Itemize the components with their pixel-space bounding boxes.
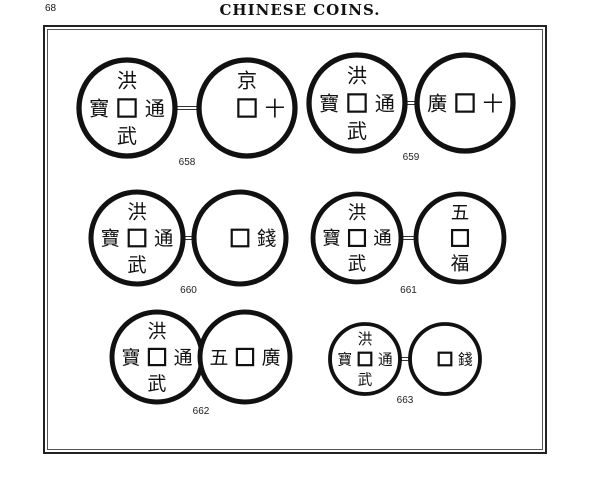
- coin-obverse: 洪寶 通武: [88, 189, 186, 287]
- square-hole: [347, 93, 367, 113]
- square-hole: [237, 98, 257, 118]
- coin-reverse: 廣十: [414, 52, 516, 154]
- coin-character-bottom: 武: [148, 373, 167, 395]
- coin-character-top: 洪: [347, 63, 367, 87]
- coin-character-right: 錢: [257, 227, 276, 250]
- square-hole: [347, 228, 367, 248]
- plate-frame: [43, 25, 547, 454]
- coin-character-left: 寶: [89, 96, 109, 120]
- coin-character-right: 通: [375, 91, 395, 115]
- coin-661: 洪寶通武五福661: [310, 191, 507, 296]
- coin-663: 洪寶 通武 錢 663: [328, 322, 482, 406]
- coin-character-left: 五: [209, 347, 228, 369]
- coin-reverse: 錢: [191, 189, 289, 287]
- coin-character-right: 錢: [458, 350, 473, 368]
- coin-reverse: 京十: [196, 57, 298, 159]
- coin-character-top: 洪: [348, 203, 366, 224]
- coin-character-right: 廣: [262, 347, 281, 369]
- square-hole: [455, 93, 475, 113]
- coin-number: 659: [403, 152, 420, 163]
- coin-character-right: 通: [145, 96, 165, 120]
- coin-character-right: 通: [378, 351, 393, 368]
- coin-658: 洪寶通武京十658: [76, 57, 298, 168]
- square-hole: [437, 351, 453, 367]
- coin-character-top: 洪: [117, 68, 137, 92]
- coin-number: 658: [179, 157, 196, 168]
- coin-obverse: 洪寶 通武: [76, 57, 178, 159]
- coin-reverse: 五福: [413, 191, 507, 285]
- square-hole: [235, 347, 255, 367]
- page-number: 68: [45, 3, 57, 14]
- coin-660: 洪寶 通武 錢 660: [88, 189, 289, 296]
- coin-character-left: 寶: [337, 350, 352, 368]
- coin-number: 660: [180, 285, 197, 296]
- coin-character-top: 京: [237, 68, 257, 92]
- coin-character-right: 通: [154, 227, 173, 250]
- coin-reverse: 錢: [408, 322, 482, 396]
- square-hole: [147, 347, 167, 367]
- coin-character-left: 寶: [319, 91, 339, 115]
- coin-662: 洪寶通武五廣662: [109, 309, 293, 417]
- coin-obverse: 洪寶 通武: [310, 191, 404, 285]
- square-hole: [450, 228, 470, 248]
- coin-reverse: 五廣: [197, 309, 293, 405]
- coin-character-left: 廣: [427, 91, 447, 115]
- coin-character-bottom: 武: [347, 119, 367, 143]
- square-hole: [117, 98, 137, 118]
- coin-character-right: 通: [373, 229, 391, 250]
- coin-character-top: 洪: [148, 321, 167, 343]
- coin-character-bottom: 武: [127, 254, 146, 277]
- coin-character-right: 十: [265, 96, 285, 120]
- square-hole: [127, 228, 147, 248]
- square-hole: [357, 351, 373, 367]
- coin-character-top: 五: [451, 203, 469, 224]
- coin-obverse: 洪寶 通武: [109, 309, 205, 405]
- coin-number: 662: [193, 406, 210, 417]
- coin-character-left: 寶: [101, 227, 120, 250]
- coin-character-left: 寶: [322, 229, 340, 250]
- coin-character-top: 洪: [127, 200, 146, 223]
- coin-obverse: 洪寶 通武: [328, 322, 402, 396]
- coin-character-right: 十: [483, 91, 503, 115]
- coin-character-right: 通: [174, 347, 193, 369]
- square-hole: [230, 228, 250, 248]
- coin-character-top: 洪: [358, 331, 373, 348]
- coin-character-bottom: 福: [451, 254, 469, 275]
- coin-obverse: 洪寶 通武: [306, 52, 408, 154]
- coin-character-bottom: 武: [117, 124, 137, 148]
- coin-character-bottom: 武: [358, 372, 373, 389]
- coin-659: 洪寶通武廣十659: [306, 52, 516, 163]
- coin-number: 663: [397, 395, 414, 406]
- coin-character-bottom: 武: [348, 254, 366, 275]
- coin-number: 661: [400, 285, 417, 296]
- coin-character-left: 寶: [121, 347, 140, 369]
- page-title: CHINESE COINS.: [219, 1, 381, 19]
